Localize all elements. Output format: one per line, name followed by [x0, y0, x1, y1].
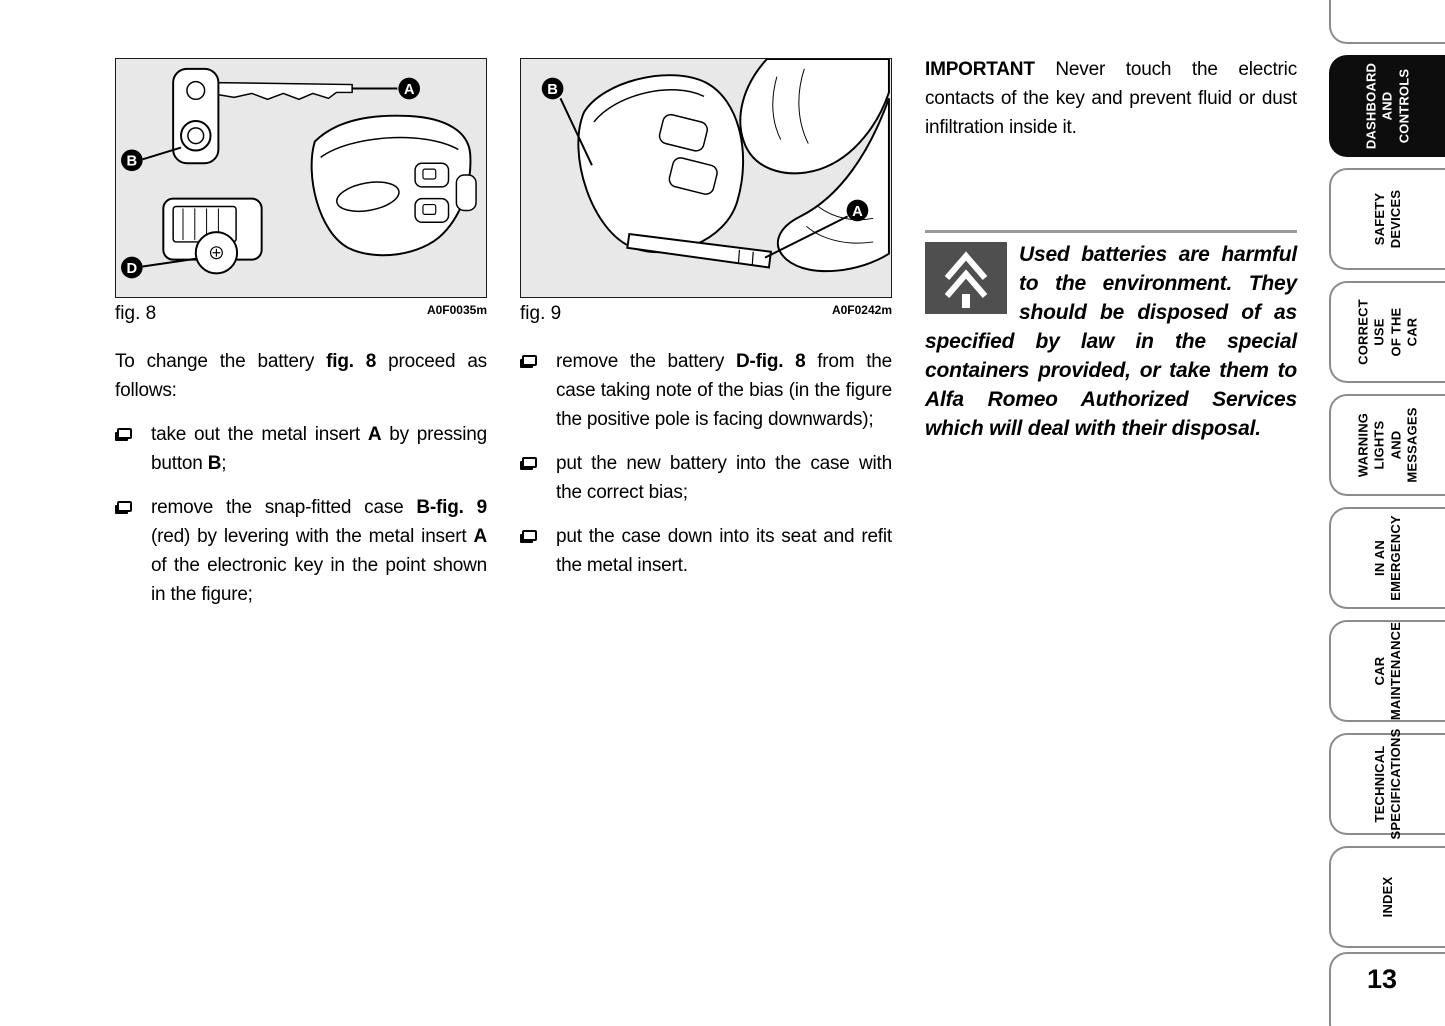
bullet-text: by pressing button: [151, 424, 487, 474]
sidebar-tab-label: CAR MAINTENANCE: [1371, 621, 1403, 721]
bullet-item: put the new battery into the case with t…: [520, 449, 892, 507]
bullet-square-icon: [522, 457, 537, 468]
figure-9-box: B A: [520, 58, 892, 298]
ref-b: B: [207, 453, 222, 474]
left-column: To change the battery fig. 8 proceed as …: [115, 347, 487, 624]
figure-9: B A fig. 9 A0F0242m: [520, 58, 892, 325]
warning-text: Used batteries are harmful to the enviro…: [925, 243, 1297, 440]
bullet-text: put the new battery into the case with t…: [556, 453, 892, 503]
sidebar-tab-index[interactable]: INDEX: [1329, 846, 1445, 948]
ref-a: A: [367, 424, 382, 445]
sidebar-tab-label: DASHBOARD AND CONTROLS: [1363, 62, 1412, 150]
bullet-text: (red) by levering with the metal insert: [151, 526, 474, 547]
sidebar-tab-label: INDEX: [1379, 876, 1395, 918]
figure-8-label-d: D: [127, 261, 138, 277]
sidebar-tab-label: IN AN EMERGENCY: [1371, 515, 1403, 601]
bullet-item: take out the metal insert A by pressing …: [115, 420, 487, 478]
bullet-text: ;: [221, 453, 227, 474]
intro-text: To change the battery: [115, 351, 327, 372]
figure-8-box: A B D: [115, 58, 487, 298]
ref-d-fig-8: D-fig. 8: [735, 351, 806, 372]
sidebar-tab-technical-specifications[interactable]: TECHNICAL SPECIFICATIONS: [1329, 729, 1445, 839]
bullet-square-icon: [522, 530, 537, 541]
figure-9-label-a: A: [852, 204, 863, 220]
figure-8-caption: fig. 8: [115, 303, 157, 324]
figure-8-code: A0F0035m: [426, 303, 487, 317]
divider-rule: [925, 230, 1297, 233]
bullet-text: remove the snap-fitted case: [151, 497, 417, 518]
bullet-text: remove the battery: [556, 351, 736, 372]
intro-fig-ref: fig. 8: [326, 351, 377, 372]
sidebar-tab-in-an-emergency[interactable]: IN AN EMERGENCY: [1329, 507, 1445, 609]
sidebar-tab-dashboard-and-controls[interactable]: DASHBOARD AND CONTROLS: [1329, 55, 1445, 157]
intro-paragraph: To change the battery fig. 8 proceed as …: [115, 347, 487, 405]
bullet-square-icon: [117, 428, 132, 439]
figure-9-code: A0F0242m: [831, 303, 892, 317]
figure-8-label-b: B: [127, 154, 138, 170]
sidebar-tab-label: TECHNICAL SPECIFICATIONS: [1371, 728, 1403, 840]
bullet-square-icon: [522, 355, 537, 366]
page-number: 13: [1367, 964, 1398, 994]
ref-a: A: [473, 526, 487, 547]
warning-block: Used batteries are harmful to the enviro…: [925, 240, 1297, 443]
right-column: IMPORTANT Never touch the electric conta…: [925, 55, 1297, 443]
sidebar-tab-warning-lights-and-messages[interactable]: WARNING LIGHTS AND MESSAGES: [1329, 394, 1445, 496]
sidebar-tab-label: WARNING LIGHTS AND MESSAGES: [1355, 407, 1420, 483]
important-label: IMPORTANT: [925, 59, 1035, 80]
bullet-square-icon: [117, 501, 132, 512]
sidebar-tab-safety-devices[interactable]: SAFETY DEVICES: [1329, 168, 1445, 270]
sidebar-tabs: DASHBOARD AND CONTROLS SAFETY DEVICES CO…: [1315, 0, 1445, 1026]
middle-column: remove the battery D-fig. 8 from the cas…: [520, 347, 892, 595]
figure-9-drawing: B A: [541, 59, 890, 273]
figure-8-label-a: A: [404, 82, 415, 98]
sidebar-tab-label: CORRECT USE OF THE CAR: [1355, 299, 1420, 365]
figure-9-caption: fig. 9: [520, 303, 562, 324]
environment-warning-icon: [925, 242, 1007, 314]
bullet-text: from the case taking note of the bias (i…: [556, 351, 893, 430]
bullet-text: put the case down into its seat and refi…: [556, 526, 892, 576]
sidebar-tab-correct-use-of-the-car[interactable]: CORRECT USE OF THE CAR: [1329, 281, 1445, 383]
important-text: Never touch the electric contacts of the…: [925, 59, 1297, 138]
intro-text: proceed as follows:: [115, 351, 487, 401]
figure-9-label-b: B: [547, 82, 558, 98]
figure-8-drawing: A B D: [121, 67, 477, 279]
sidebar-tab-stub: [1329, 0, 1445, 44]
bullet-text: of the electronic key in the point shown…: [151, 555, 487, 605]
page-number-tab: 13: [1329, 952, 1445, 1026]
important-paragraph: IMPORTANT Never touch the electric conta…: [925, 55, 1297, 142]
bullet-item: remove the battery D-fig. 8 from the cas…: [520, 347, 892, 434]
figure-8: A B D fig. 8 A0F0035m: [115, 58, 487, 325]
sidebar-tab-label: SAFETY DEVICES: [1371, 189, 1403, 249]
sidebar-tab-car-maintenance[interactable]: CAR MAINTENANCE: [1329, 620, 1445, 722]
bullet-item: put the case down into its seat and refi…: [520, 522, 892, 580]
bullet-text: take out the metal insert: [151, 424, 368, 445]
fir-tree-icon: [925, 242, 1007, 314]
ref-b-fig-9: B-fig. 9: [416, 497, 487, 518]
bullet-item: remove the snap-fitted case B-fig. 9 (re…: [115, 493, 487, 609]
